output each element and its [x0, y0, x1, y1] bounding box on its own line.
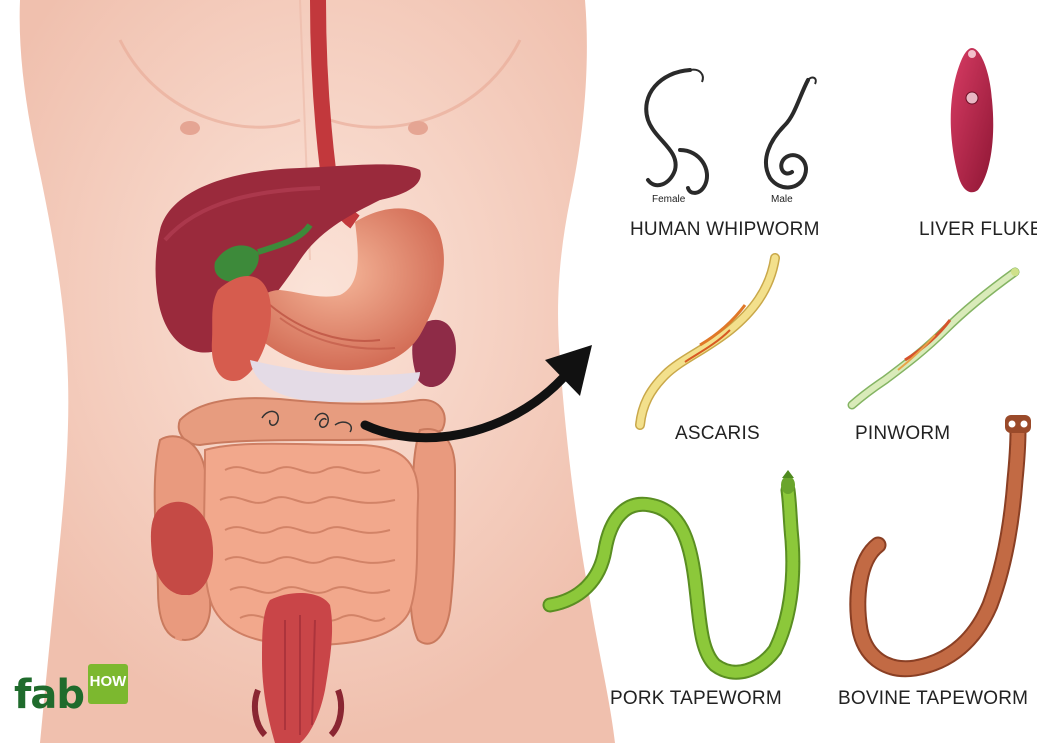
liver-fluke	[951, 48, 994, 192]
male-label: Male	[771, 194, 793, 205]
bovine-tapeworm-label: BOVINE TAPEWORM	[838, 688, 1028, 710]
pinworm-label: PINWORM	[855, 423, 950, 445]
whipworm-female	[646, 70, 707, 193]
whipworm-male	[766, 80, 808, 187]
nipple-left	[180, 121, 200, 135]
nipple-right	[408, 121, 428, 135]
female-label: Female	[652, 194, 685, 205]
pork-tapeworm-label: PORK TAPEWORM	[610, 688, 782, 710]
logo-fab-text: fab	[14, 672, 84, 718]
logo-how-text: HOW	[88, 673, 128, 690]
ascaris-label: ASCARIS	[675, 423, 760, 445]
human-whipworm-label: HUMAN WHIPWORM	[630, 219, 820, 241]
liver-fluke-label: LIVER FLUKE	[919, 219, 1037, 241]
